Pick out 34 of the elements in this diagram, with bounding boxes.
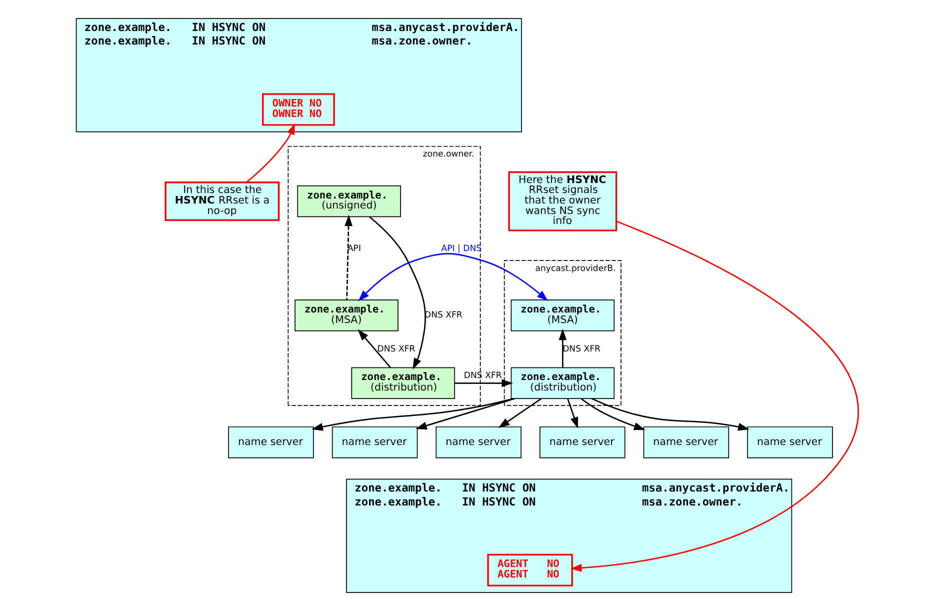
arrow	[454, 379, 514, 388]
node-box: In this case the HSYNC RRset is a no-op	[164, 182, 280, 221]
edge-label: API | DNS	[441, 244, 482, 254]
node-box: zone.example. (unsigned)	[297, 185, 401, 218]
node-box: name server	[643, 426, 730, 458]
node-box: OWNER NO OWNER NO	[262, 93, 335, 126]
edge-label: DNS XFR	[377, 344, 416, 354]
node-box: zone.example. (MSA)	[294, 300, 398, 332]
node-box: zone.example. (distribution)	[351, 367, 456, 399]
node-box: name server	[436, 426, 522, 458]
node-box: Here the HSYNC RRset signals that the owner wants NS sync info	[508, 171, 618, 232]
arrow	[344, 214, 352, 300]
arrow	[312, 398, 514, 431]
arrow	[416, 398, 515, 430]
edge-label: API	[347, 244, 361, 254]
node-box: name server	[747, 426, 833, 458]
node-box: name server	[332, 426, 418, 458]
arrow	[498, 398, 542, 428]
arrow	[558, 328, 567, 368]
arrow	[591, 398, 750, 431]
arrow	[246, 123, 296, 183]
node-box: name server	[228, 426, 314, 458]
node-box: zone.example. (distribution)	[510, 367, 615, 399]
arrow	[570, 220, 858, 572]
node-box: name server	[540, 426, 626, 458]
edge-label: DNS XFR	[464, 370, 502, 381]
arrow	[567, 398, 578, 428]
arrow	[580, 398, 646, 430]
edge-label: DNS XFR	[562, 344, 600, 354]
arrow	[369, 216, 426, 370]
arrow	[358, 253, 548, 302]
node-box: AGENT NO AGENT NO	[487, 554, 573, 586]
node-box: zone.example. (MSA)	[510, 300, 615, 332]
arrow	[358, 329, 392, 368]
